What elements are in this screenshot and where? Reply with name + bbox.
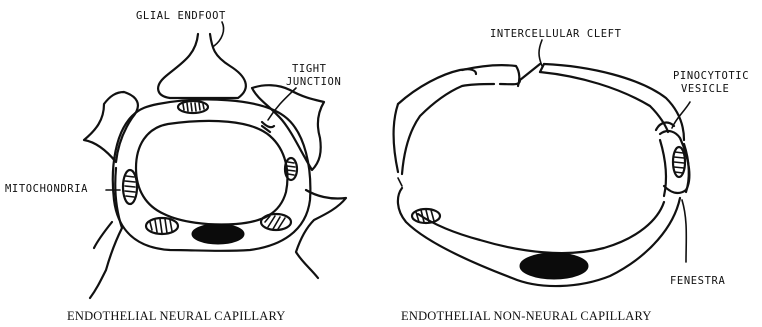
label-mitochondria: MITOCHONDRIA bbox=[5, 183, 88, 195]
label-intercellular-cleft: INTERCELLULAR CLEFT bbox=[490, 28, 622, 40]
neural-lumen bbox=[136, 121, 287, 225]
mitochondrion-bottom-left bbox=[146, 218, 178, 234]
label-tight-junction-line1: TIGHT bbox=[292, 63, 327, 75]
intercellular-cleft-pointer bbox=[539, 40, 542, 66]
caption-non-neural: ENDOTHELIAL NON-NEURAL CAPILLARY bbox=[401, 309, 652, 323]
nonneural-mitochondrion-left bbox=[412, 209, 440, 223]
nonneural-inner-bottom bbox=[418, 202, 664, 253]
nonneural-outer-left bbox=[394, 104, 399, 172]
non-neural-capillary bbox=[394, 40, 691, 286]
mitochondrion-top bbox=[178, 101, 208, 113]
nonneural-inner-top-left bbox=[402, 84, 494, 174]
nonneural-nucleus bbox=[520, 253, 588, 279]
nonneural-inner-top bbox=[500, 80, 520, 84]
glial-endfoot-lower-right bbox=[296, 190, 346, 278]
label-pinocytotic-line1: PINOCYTOTIC bbox=[673, 70, 749, 82]
label-tight-junction-line2: JUNCTION bbox=[286, 76, 341, 88]
nonneural-mitochondrion-right bbox=[673, 147, 685, 177]
fenestra-pointer bbox=[682, 200, 686, 262]
glial-endfoot-lower-left bbox=[90, 168, 122, 298]
nonneural-outer-top-mid bbox=[462, 65, 519, 86]
mitochondrion-bottom-right bbox=[261, 214, 291, 230]
caption-neural: ENDOTHELIAL NEURAL CAPILLARY bbox=[67, 309, 286, 323]
label-pinocytotic-line2: VESICLE bbox=[681, 83, 729, 95]
mitochondrion-left bbox=[123, 170, 137, 204]
nonneural-inner-top-right bbox=[540, 72, 668, 132]
glial-endfoot-top bbox=[158, 34, 246, 98]
intercellular-cleft-edge-left bbox=[520, 64, 540, 80]
glial-endfoot-upper-left bbox=[84, 92, 138, 162]
label-fenestra: FENESTRA bbox=[670, 275, 725, 287]
glial-endfoot-lower-left-b bbox=[94, 222, 112, 248]
label-glial-endfoot: GLIAL ENDFOOT bbox=[136, 10, 226, 22]
nonneural-left-gap bbox=[398, 178, 402, 186]
neural-nucleus bbox=[192, 224, 244, 244]
glial-endfoot-pointer bbox=[214, 22, 224, 46]
